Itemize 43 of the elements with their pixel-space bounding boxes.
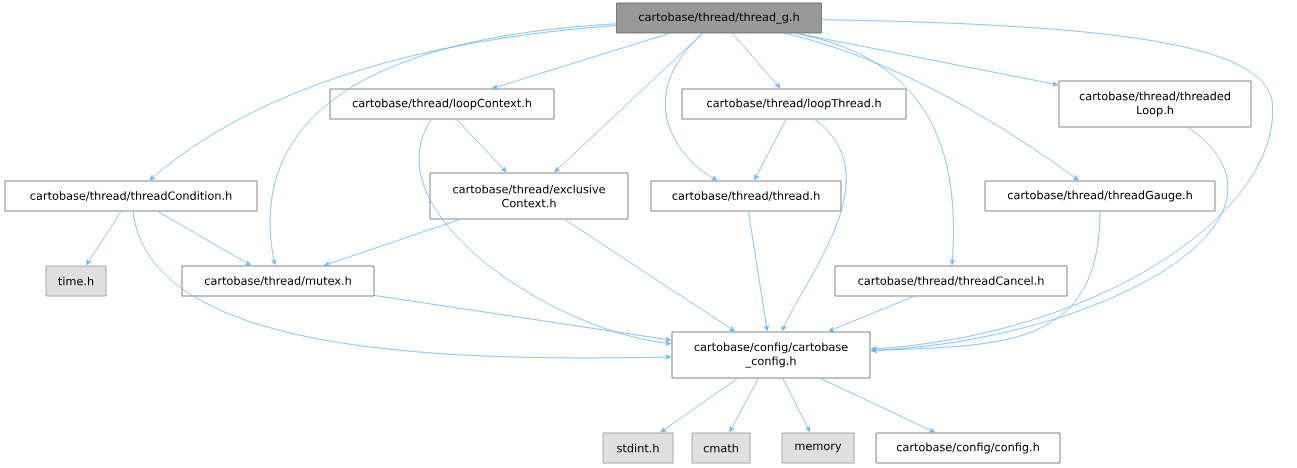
file-box: cartobase/thread/thread_g.h bbox=[616, 2, 822, 34]
file-box: cartobase/config/cartobase _config.h bbox=[671, 331, 871, 379]
arrow bbox=[828, 296, 914, 332]
arrow bbox=[492, 33, 670, 90]
arrow bbox=[149, 25, 617, 181]
arrow bbox=[374, 295, 671, 342]
file-box: cartobase/thread/loopThread.h bbox=[681, 88, 907, 120]
arrow bbox=[157, 211, 251, 266]
arrow bbox=[784, 33, 1079, 181]
arrow bbox=[729, 378, 759, 433]
file-box: cartobase/config/config.h bbox=[875, 432, 1061, 464]
arrow bbox=[732, 33, 781, 89]
arrow bbox=[456, 119, 507, 173]
file-box: stdint.h bbox=[602, 432, 674, 464]
file-box: cartobase/thread/threadGauge.h bbox=[984, 180, 1216, 212]
arrow bbox=[564, 219, 735, 332]
arrow bbox=[324, 219, 461, 267]
file-box: cartobase/thread/threadCancel.h bbox=[834, 265, 1068, 297]
arrow bbox=[748, 211, 769, 331]
file-box: cartobase/thread/threadCondition.h bbox=[4, 180, 258, 212]
arrow bbox=[821, 19, 1273, 352]
file-box: cartobase/thread/threaded Loop.h bbox=[1058, 80, 1252, 128]
arrow bbox=[419, 119, 671, 346]
arrow bbox=[754, 119, 787, 181]
arrow bbox=[554, 33, 703, 173]
file-box: cartobase/thread/thread.h bbox=[650, 180, 842, 212]
arrow bbox=[795, 33, 955, 265]
arrow bbox=[665, 33, 718, 181]
arrow bbox=[132, 211, 671, 360]
arrow bbox=[86, 211, 122, 266]
arrow bbox=[871, 211, 1101, 353]
arrow bbox=[796, 33, 1058, 87]
file-box: memory bbox=[781, 432, 855, 464]
arrow bbox=[660, 378, 738, 433]
arrow bbox=[820, 378, 935, 433]
file-box: cartobase/thread/loopContext.h bbox=[329, 88, 555, 120]
file-box: time.h bbox=[45, 265, 107, 297]
file-box: cmath bbox=[691, 432, 751, 464]
file-box: cartobase/thread/exclusive Context.h bbox=[429, 172, 629, 220]
arrow bbox=[269, 23, 617, 265]
arrow bbox=[781, 119, 847, 332]
arrow bbox=[782, 378, 811, 433]
file-box: cartobase/thread/mutex.h bbox=[181, 265, 375, 297]
